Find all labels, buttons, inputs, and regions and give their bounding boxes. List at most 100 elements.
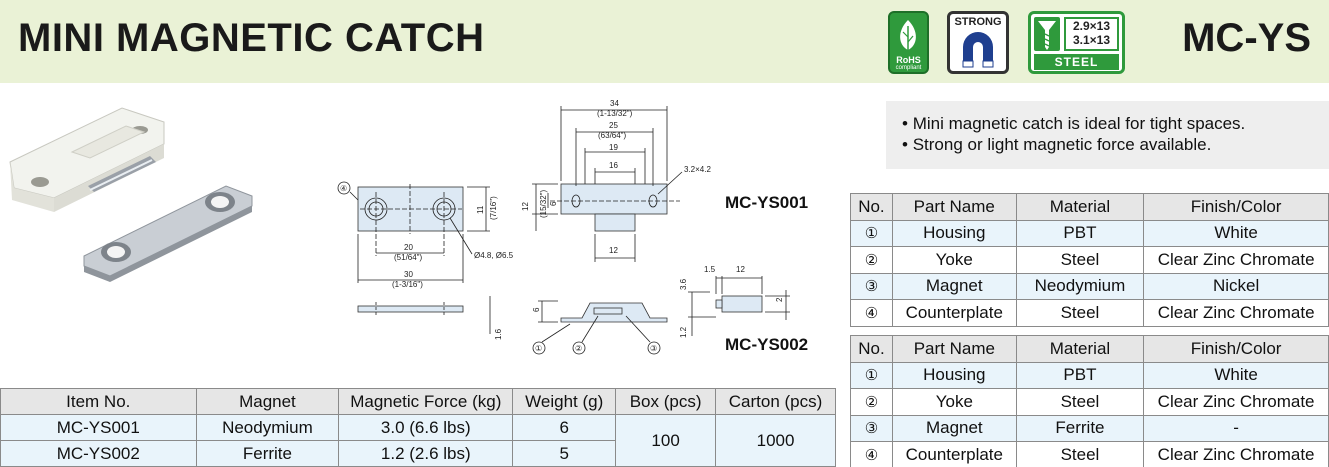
strong-label: STRONG — [954, 16, 1002, 28]
table-header-row: No. Part Name Material Finish/Color — [850, 335, 1329, 363]
callout-2: ② — [575, 344, 582, 353]
dim-12-bottom: 12 — [609, 246, 618, 255]
table-cell: Counterplate — [891, 299, 1017, 327]
column-header: Box (pcs) — [615, 388, 717, 415]
table-row: ③ Magnet Neodymium Nickel — [850, 272, 1329, 300]
table-cell: Neodymium — [1015, 272, 1145, 300]
column-header: Carton (pcs) — [715, 388, 836, 415]
table-cell: PBT — [1015, 361, 1145, 389]
dim-1-5: 1.5 — [704, 265, 716, 274]
table-cell: PBT — [1015, 219, 1145, 247]
table-cell: White — [1143, 361, 1329, 389]
parts-table-ys002: No. Part Name Material Finish/Color ① Ho… — [850, 335, 1329, 467]
leaf-icon — [900, 20, 916, 50]
table-cell: Yoke — [891, 388, 1017, 416]
model-code: MC-YS — [1182, 16, 1311, 60]
table-cell: 5 — [512, 440, 617, 467]
table-cell: Clear Zinc Chromate — [1143, 299, 1329, 327]
steel-label: STEEL — [1034, 54, 1119, 70]
table-cell: ④ — [850, 299, 893, 327]
table-row: ② Yoke Steel Clear Zinc Chromate — [850, 246, 1329, 274]
table-cell: ③ — [850, 272, 893, 300]
column-header: Finish/Color — [1143, 193, 1329, 221]
screw-size-box: 2.9×13 3.1×13 — [1064, 17, 1119, 51]
table-cell: - — [1143, 414, 1329, 442]
dim-holes: Ø4.8, Ø6.5 — [474, 251, 514, 260]
horseshoe-magnet-icon — [962, 32, 994, 68]
label-mc-ys001: MC-YS001 — [725, 193, 808, 212]
feature-item: Strong or light magnetic force available… — [902, 134, 1329, 155]
dim-25-inch: (63/64") — [598, 131, 627, 140]
column-header: Material — [1015, 193, 1145, 221]
spec-table: Item No. Magnet Magnetic Force (kg) Weig… — [0, 388, 836, 467]
table-row: ③ Magnet Ferrite - — [850, 414, 1329, 442]
table-cell: MC-YS001 — [0, 414, 197, 441]
table-cell: Clear Zinc Chromate — [1143, 441, 1329, 467]
dim-20: 20 — [404, 243, 413, 252]
dim-34-inch: (1-13/32") — [597, 109, 633, 118]
column-header: Part Name — [891, 335, 1017, 363]
table-cell: Housing — [891, 361, 1017, 389]
dim-1-6: 1.6 — [494, 328, 503, 340]
steel-screw-badge: 2.9×13 3.1×13 STEEL — [1028, 11, 1125, 74]
callout-3: ③ — [650, 344, 657, 353]
dim-19: 19 — [609, 143, 618, 152]
rohs-badge: RoHS compliant — [888, 11, 929, 74]
dim-34: 34 — [610, 99, 619, 108]
dim-11-inch: (7/16") — [489, 196, 498, 220]
dim-6-side: 6 — [532, 307, 541, 312]
dim-hole: 3.2×4.2 — [684, 165, 711, 174]
screw-size-2: 3.1×13 — [1072, 33, 1111, 47]
column-header: Magnetic Force (kg) — [338, 388, 514, 415]
table-row: ① Housing PBT White — [850, 219, 1329, 247]
table-cell: ③ — [850, 414, 893, 442]
callout-4: ④ — [340, 184, 347, 193]
product-photo — [9, 107, 253, 282]
dim-30-inch: (1-3/16") — [392, 280, 423, 289]
carton-quantity: 1000 — [715, 414, 836, 467]
table-cell: Magnet — [891, 414, 1017, 442]
table-cell: Clear Zinc Chromate — [1143, 388, 1329, 416]
table-cell: ④ — [850, 441, 893, 467]
column-header: Magnet — [195, 388, 340, 415]
table-cell: Ferrite — [195, 440, 340, 467]
table-row: ④ Counterplate Steel Clear Zinc Chromate — [850, 299, 1329, 327]
column-header: Weight (g) — [512, 388, 617, 415]
table-cell: Clear Zinc Chromate — [1143, 246, 1329, 274]
dim-12-side-inch: (15/32") — [539, 189, 548, 218]
column-header: Item No. — [0, 388, 197, 415]
table-cell: Neodymium — [195, 414, 340, 441]
dim-6: 6 — [549, 201, 558, 206]
column-header: Part Name — [891, 193, 1017, 221]
table-cell: Ferrite — [1015, 414, 1145, 442]
table-cell: MC-YS002 — [0, 440, 197, 467]
table-cell: Housing — [891, 219, 1017, 247]
strong-badge: STRONG — [947, 11, 1009, 74]
rohs-sublabel: compliant — [895, 65, 922, 71]
table-cell: Steel — [1015, 441, 1145, 467]
dim-3-6: 3.6 — [679, 278, 688, 290]
table-row: ① Housing PBT White — [850, 361, 1329, 389]
table-cell: White — [1143, 219, 1329, 247]
screw-size-1: 2.9×13 — [1072, 19, 1111, 33]
dim-30: 30 — [404, 270, 413, 279]
table-cell: Steel — [1015, 246, 1145, 274]
column-header: Finish/Color — [1143, 335, 1329, 363]
table-row: MC-YS002 Ferrite 1.2 (2.6 lbs) 5 — [0, 440, 836, 467]
dim-12-top: 12 — [736, 265, 745, 274]
table-cell: Yoke — [891, 246, 1017, 274]
table-cell: Steel — [1015, 388, 1145, 416]
dim-20-inch: (51/64") — [394, 253, 423, 262]
box-quantity: 100 — [615, 414, 717, 467]
parts-table-ys001: No. Part Name Material Finish/Color ① Ho… — [850, 193, 1329, 327]
table-header-row: No. Part Name Material Finish/Color — [850, 193, 1329, 221]
table-cell: 1.2 (2.6 lbs) — [338, 440, 514, 467]
table-cell: ② — [850, 246, 893, 274]
table-cell: ② — [850, 388, 893, 416]
table-row: ② Yoke Steel Clear Zinc Chromate — [850, 388, 1329, 416]
column-header: No. — [850, 193, 893, 221]
dim-12-side: 12 — [521, 202, 530, 211]
column-header: Material — [1015, 335, 1145, 363]
header-banner: MINI MAGNETIC CATCH RoHS compliant STRON… — [0, 0, 1329, 83]
dim-25: 25 — [609, 121, 618, 130]
